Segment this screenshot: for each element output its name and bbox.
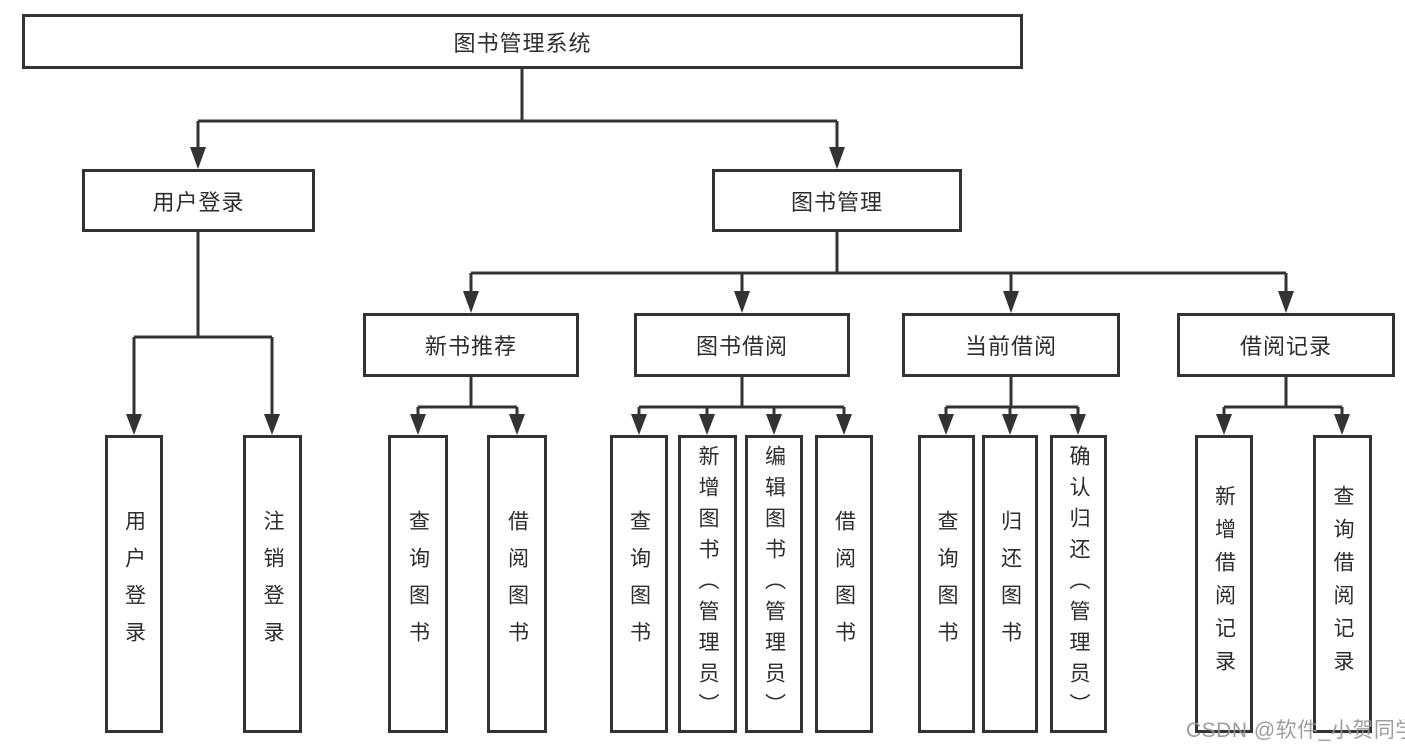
csdn-watermark: CSDN @软件_小贺同学 bbox=[1186, 719, 1405, 742]
leaf-logout: 注销登录 bbox=[243, 435, 302, 733]
node-borrowing-records: 借阅记录 bbox=[1177, 313, 1395, 377]
node-system-root: 图书管理系统 bbox=[22, 14, 1023, 69]
node-user-login: 用户登录 bbox=[82, 169, 315, 232]
node-current-borrowing: 当前借阅 bbox=[902, 313, 1120, 377]
leaf-confirm-return-admin: 确认归还（管理员） bbox=[1050, 435, 1107, 733]
leaf-add-book-admin: 新增图书（管理员） bbox=[678, 435, 737, 733]
leaf-query-book-current: 查询图书 bbox=[918, 435, 975, 733]
connector-lines bbox=[132, 69, 1344, 418]
node-book-management: 图书管理 bbox=[712, 169, 962, 232]
arrowheads bbox=[126, 147, 1350, 435]
leaf-user-login: 用户登录 bbox=[105, 435, 163, 733]
leaf-edit-book-admin: 编辑图书（管理员） bbox=[745, 435, 803, 733]
node-book-borrowing: 图书借阅 bbox=[634, 313, 850, 377]
leaf-return-book: 归还图书 bbox=[982, 435, 1038, 733]
node-new-book-recommend: 新书推荐 bbox=[363, 313, 579, 377]
leaf-borrow-book-recommend: 借阅图书 bbox=[487, 435, 547, 733]
leaf-query-borrow-record: 查询借阅记录 bbox=[1313, 435, 1372, 733]
leaf-query-book-recommend: 查询图书 bbox=[388, 435, 448, 733]
leaf-add-borrow-record: 新增借阅记录 bbox=[1195, 435, 1253, 733]
leaf-query-book-borrowing: 查询图书 bbox=[610, 435, 668, 733]
leaf-borrow-book: 借阅图书 bbox=[815, 435, 873, 733]
